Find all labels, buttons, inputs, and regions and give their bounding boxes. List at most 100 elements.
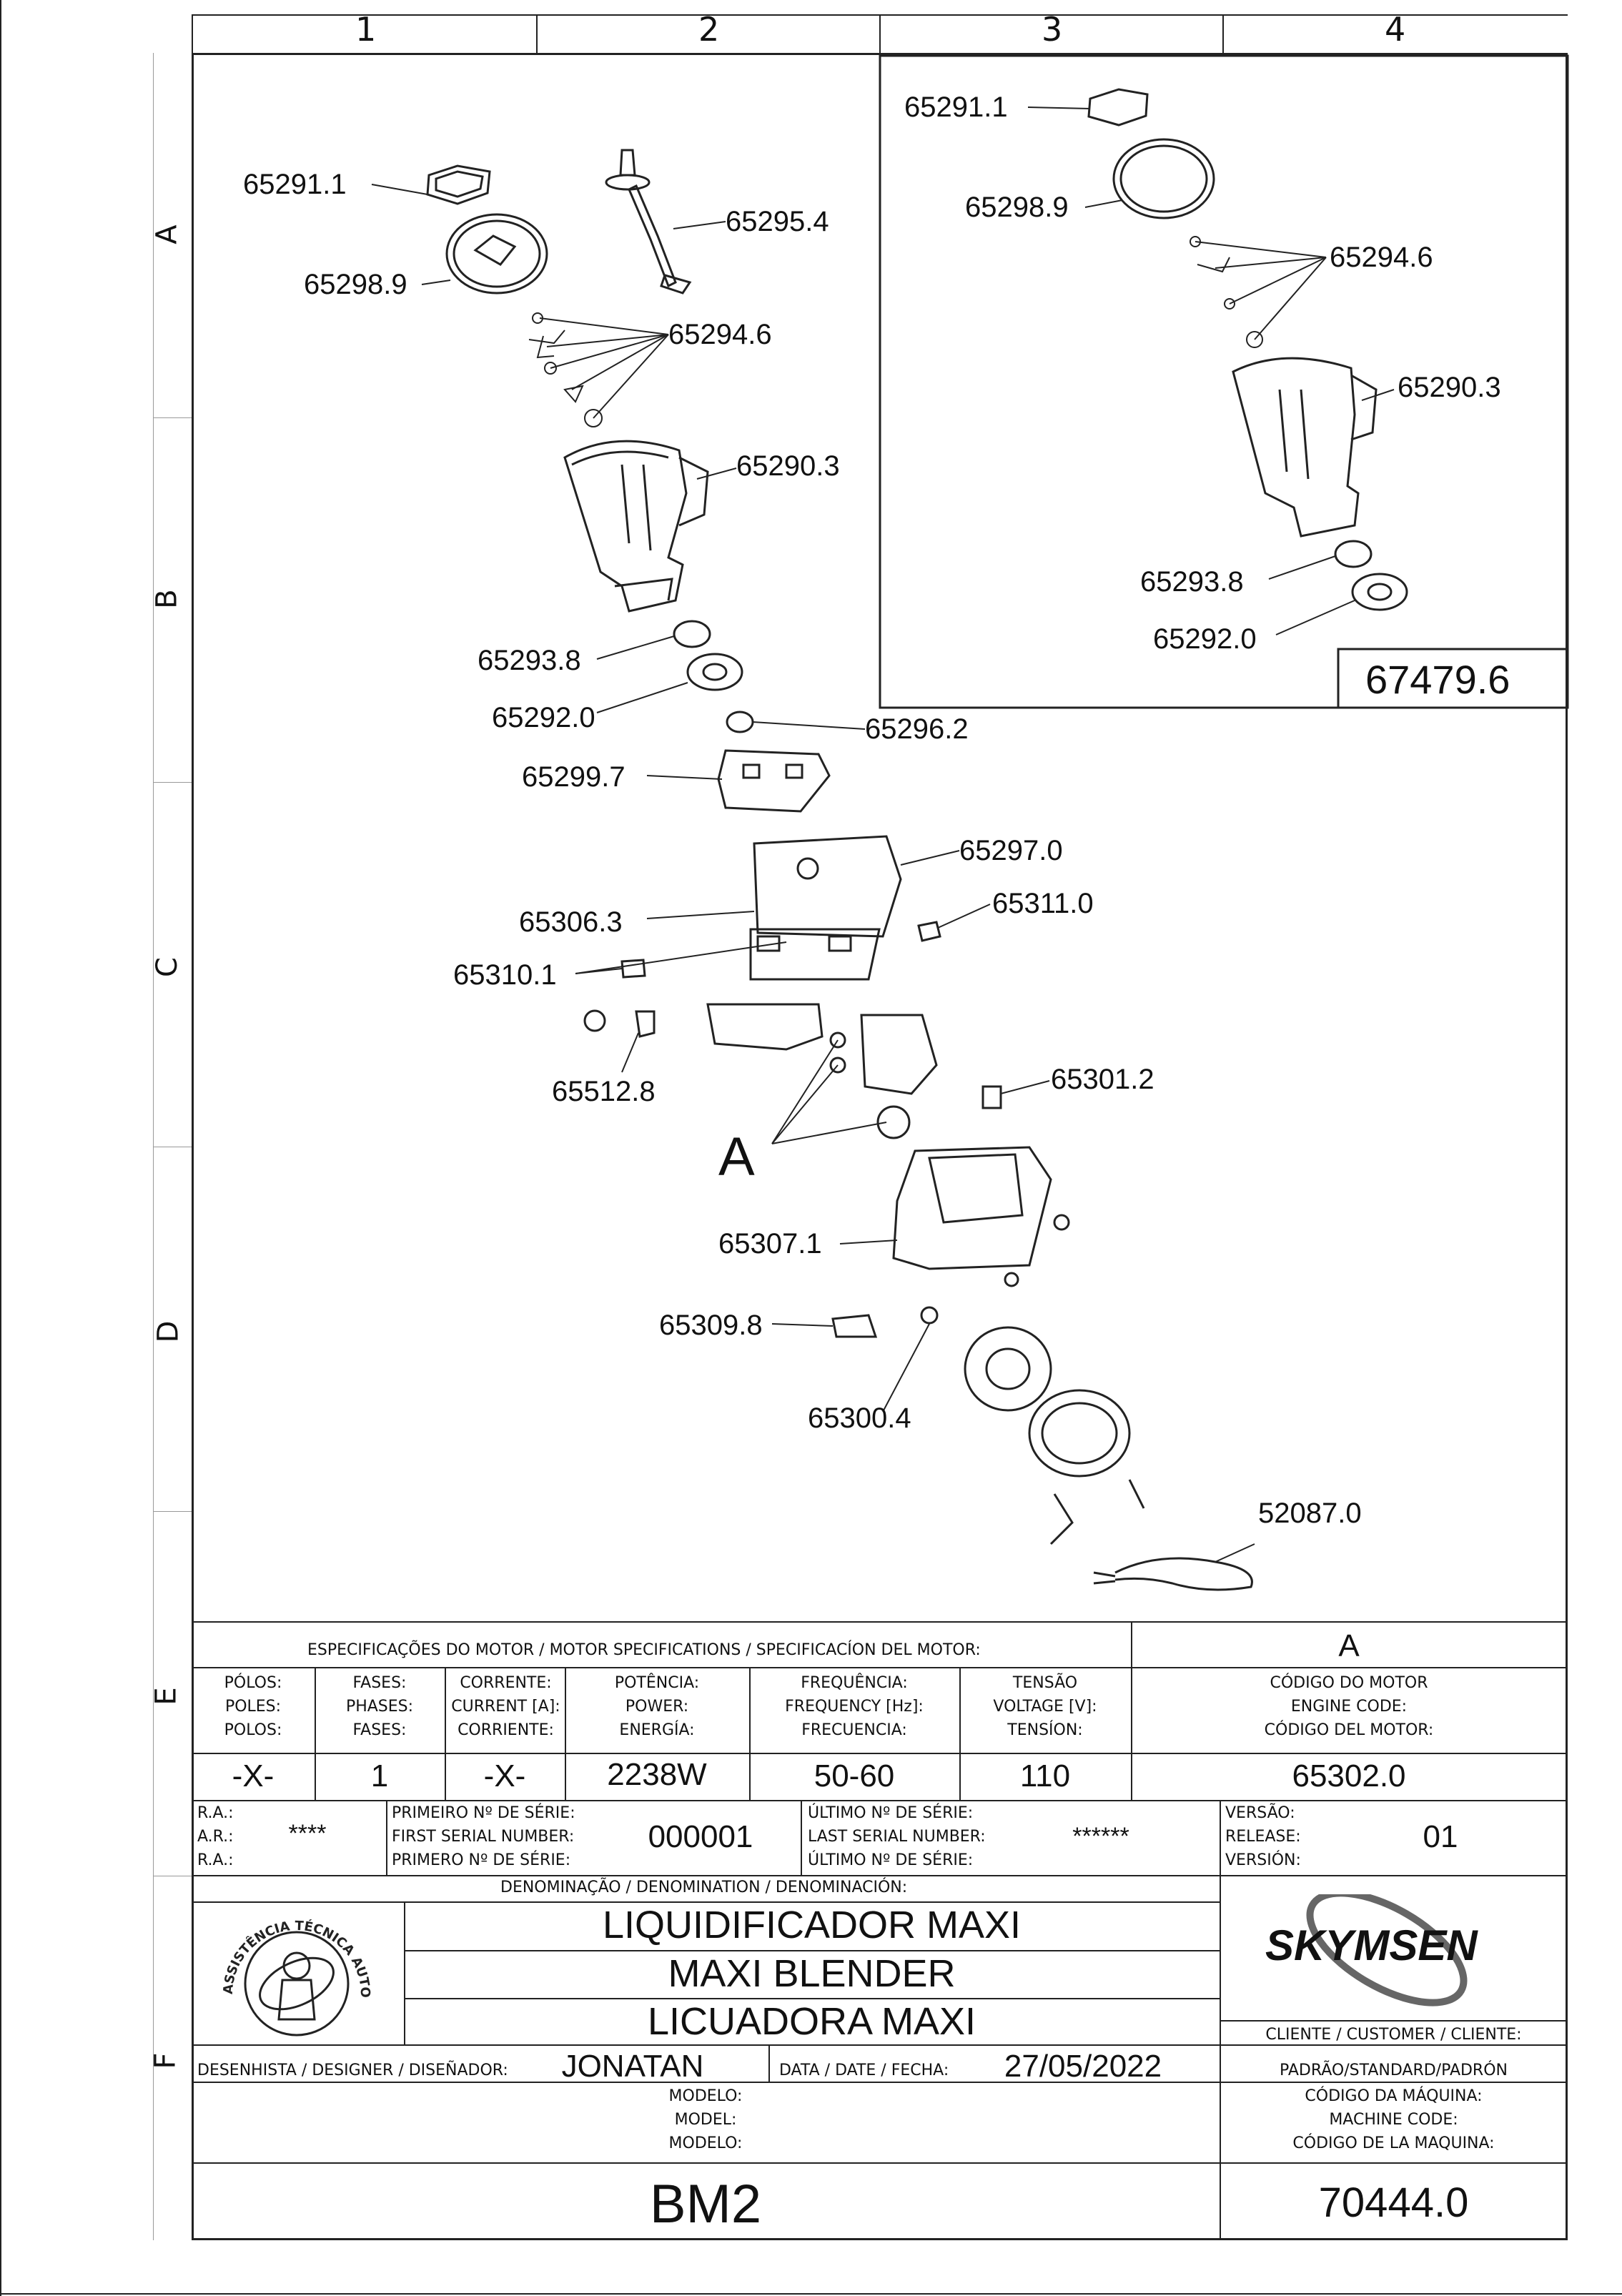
denomination-pt: LIQUIDIFICADOR MAXI — [602, 1904, 1022, 1946]
spec-value-engine-code: 65302.0 — [1292, 1758, 1406, 1793]
spec-col-line — [315, 1667, 316, 1753]
lid-cap-65291-1 — [426, 164, 491, 205]
knob-65310-1 — [620, 959, 646, 979]
denomination-top — [192, 1875, 1568, 1876]
grid-column-4: 4 — [1385, 10, 1406, 49]
spec-label-current: CORRENTE: CURRENT [A]: CORRIENTE: — [451, 1674, 560, 1739]
part-label: 65306.3 — [519, 906, 623, 938]
spec-value-phases: 1 — [370, 1758, 389, 1793]
spec-value-voltage: 110 — [1019, 1758, 1071, 1793]
part-label: 65311.0 — [992, 888, 1094, 919]
serial-divider — [386, 1800, 387, 1875]
spec-label-power: POTÊNCIA: POWER: ENERGÍA: — [614, 1674, 700, 1739]
customer-label: CLIENTE / CUSTOMER / CLIENTE: — [1265, 2026, 1522, 2044]
designer-row-top — [192, 2044, 1568, 2046]
kit-part-label: 65294.6 — [1330, 242, 1433, 273]
customer-value: PADRÃO/STANDARD/PADRÓN — [1280, 2062, 1508, 2079]
part-label: 65300.4 — [808, 1402, 911, 1434]
spec-label-voltage: TENSÃO VOLTAGE [V]: TENSÍON: — [993, 1674, 1097, 1739]
seal-ring-65293-8 — [673, 620, 711, 648]
version-value: 01 — [1423, 1819, 1458, 1854]
denomination-en: MAXI BLENDER — [668, 1952, 956, 1995]
model-value-line — [192, 2162, 1568, 2164]
power-cord-52087-0 — [1093, 1557, 1253, 1591]
authorized-service-stamp: ASSISTÊNCIA TÉCNICA AUTORIZADA — [214, 1901, 372, 2037]
column-divider — [879, 14, 881, 53]
serial-row-top — [192, 1800, 1568, 1801]
grid-column-2: 2 — [698, 10, 720, 49]
shaft-tool-65295-4 — [605, 149, 692, 295]
date-label: DATA / DATE / FECHA: — [779, 2062, 949, 2079]
brand-divider — [1220, 1875, 1221, 2240]
row-divider — [153, 417, 192, 418]
base-gasket-inner — [985, 1347, 1031, 1390]
spec-col-line — [749, 1753, 751, 1800]
ra-label: R.A.: A.R.: R.A.: — [197, 1804, 234, 1869]
title-block-top — [192, 1621, 1568, 1623]
base-housing-65307-1 — [892, 1146, 1070, 1287]
spec-col-line — [445, 1667, 446, 1753]
grid-row-e: E — [149, 1687, 183, 1706]
coupler-65292-0 — [686, 653, 743, 691]
designer-value: JONATAN — [561, 2049, 704, 2084]
skymsen-logo: SKYMSEN — [1265, 1894, 1478, 2006]
kit-part-label: 65290.3 — [1398, 372, 1501, 403]
denomination-line — [404, 1998, 1220, 1999]
first-serial-value: 000001 — [648, 1819, 753, 1854]
part-label: 65293.8 — [478, 645, 581, 676]
grid-column-3: 3 — [1042, 10, 1063, 49]
blade-assembly-65294-6 — [528, 312, 603, 427]
motor-header-line — [192, 1667, 1568, 1668]
model-label: MODELO: MODEL: MODELO: — [668, 2087, 743, 2152]
kit-part-label: 65292.0 — [1153, 623, 1257, 655]
column-divider — [192, 14, 193, 53]
jar-base-pad-65299-7 — [717, 749, 831, 813]
kit-part-label: 65291.1 — [904, 91, 1008, 123]
kit-jar — [1232, 357, 1378, 538]
grid-row-f: F — [149, 2052, 182, 2069]
part-label: 65295.4 — [726, 206, 829, 237]
part-label: 65291.1 — [243, 169, 347, 200]
part-label: 65294.6 — [668, 319, 772, 350]
kit-blade — [1190, 236, 1263, 348]
last-serial-label: ÚLTIMO Nº DE SÉRIE: LAST SERIAL NUMBER: … — [808, 1804, 986, 1869]
kit-box — [879, 54, 1569, 709]
motor-ref-letter: A — [718, 1127, 755, 1187]
part-label: 65307.1 — [718, 1228, 822, 1260]
spec-label-phases: FASES: PHASES: FASES: — [345, 1674, 414, 1739]
motor-unit — [829, 1014, 938, 1139]
part-label: 65299.7 — [522, 761, 625, 793]
foot-clip — [1049, 1479, 1145, 1545]
customer-line — [1220, 2020, 1568, 2022]
row-divider — [153, 1511, 192, 1512]
denomination-es: LICUADORA MAXI — [647, 2000, 976, 2043]
spec-col-line — [565, 1753, 566, 1800]
motor-ref: A — [1338, 1628, 1360, 1663]
kit-seal-ring — [1334, 540, 1373, 568]
drawing-frame — [192, 53, 1568, 2240]
designer-label: DESENHISTA / DESIGNER / DISEÑADOR: — [197, 2062, 508, 2079]
last-serial-value: ****** — [1072, 1823, 1129, 1850]
washer-65296-2 — [726, 711, 754, 733]
part-label: 65512.8 — [552, 1076, 656, 1107]
spec-col-line — [565, 1667, 566, 1753]
model-row-top — [192, 2082, 1568, 2083]
grid-column-1: 1 — [355, 10, 377, 49]
part-label: 52087.0 — [1258, 1498, 1362, 1529]
serial-divider — [801, 1800, 802, 1875]
machine-code-label: CÓDIGO DA MÁQUINA: MACHINE CODE: CÓDIGO … — [1292, 2087, 1495, 2152]
kit-lid-cap — [1087, 88, 1149, 127]
exploded-view-drawing — [371, 54, 1569, 1591]
ra-value: **** — [288, 1820, 327, 1847]
front-panel — [706, 1003, 824, 1051]
column-divider — [536, 14, 538, 53]
base-plate-inner — [1041, 1402, 1118, 1465]
part-label: 65290.3 — [736, 450, 840, 482]
base-plate — [1028, 1389, 1131, 1478]
lid-65298-9 — [445, 213, 548, 295]
spec-col-line — [959, 1753, 961, 1800]
part-label: 65297.0 — [959, 835, 1063, 866]
denomination-header: DENOMINAÇÃO / DENOMINATION / DENOMINACIÓ… — [500, 1879, 908, 1896]
part-label: 65301.2 — [1051, 1064, 1154, 1095]
page-left-border — [0, 0, 1, 2296]
